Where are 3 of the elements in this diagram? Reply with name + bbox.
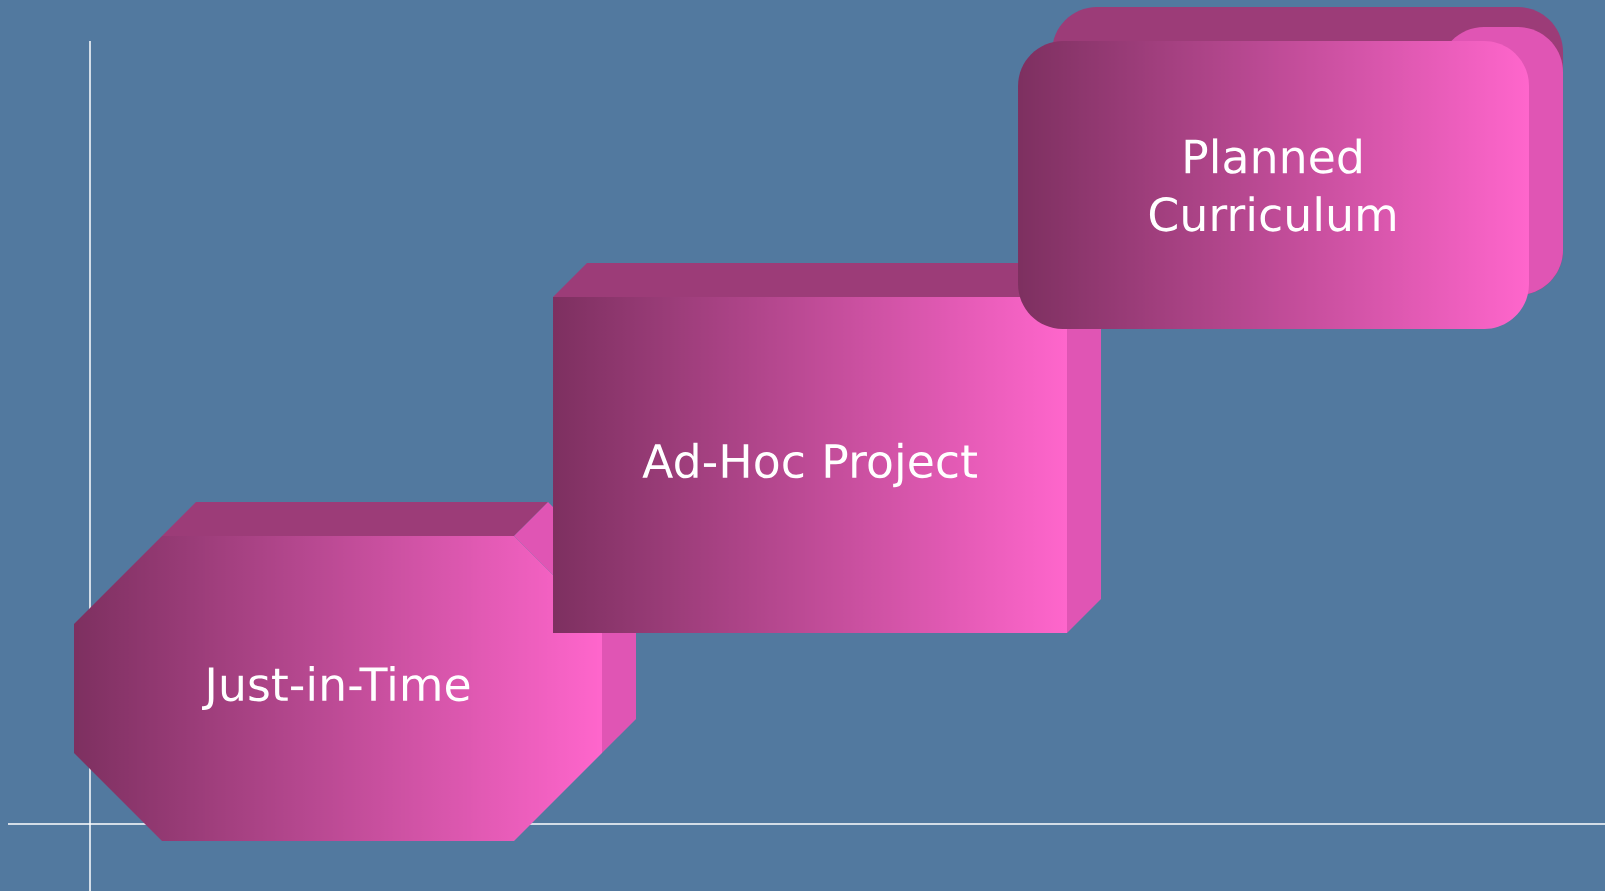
block-box: Planned Curriculum [1018, 7, 1563, 329]
block-box: Ad-Hoc Project [553, 263, 1101, 633]
block-box: Just-in-Time [74, 502, 636, 841]
